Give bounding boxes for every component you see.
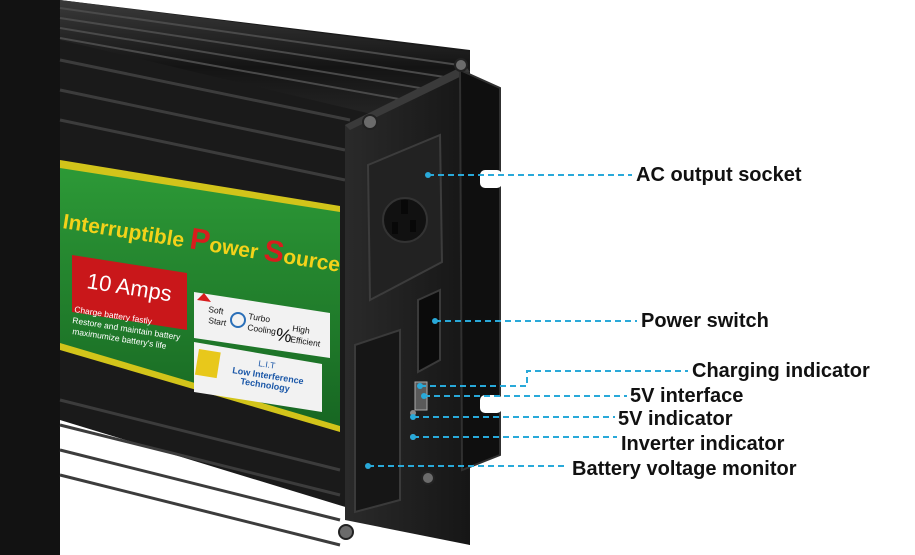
callout-power-switch: Power switch [641, 310, 769, 332]
product-label: Interruptible Power Source 10 Amps Charg… [60, 160, 342, 432]
screw-icon [338, 524, 354, 540]
wave-icon [194, 349, 221, 379]
voltage-display [354, 328, 401, 514]
soft-start-arrow-icon [197, 293, 211, 302]
callout-charging-indicator: Charging indicator [692, 360, 870, 382]
high-label: High [292, 323, 311, 336]
callout-battery-voltage-monitor: Battery voltage monitor [572, 458, 797, 480]
inverter-housing: Interruptible Power Source 10 Amps Charg… [59, 0, 502, 547]
bracket-slot-bottom [480, 395, 502, 413]
left-dark-bar [0, 0, 60, 555]
callout-ac-output-socket: AC output socket [636, 164, 802, 186]
cooling-label: Cooling [247, 322, 277, 336]
callout-inverter-indicator: Inverter indicator [621, 433, 785, 455]
turbo-label: Turbo [248, 311, 271, 324]
callout-lines [365, 172, 688, 469]
cooling-fins [59, 0, 470, 547]
callout-5v-indicator: 5V indicator [618, 408, 733, 430]
screw-icon [362, 114, 378, 130]
bracket-slot-top [480, 170, 502, 188]
charging-indicator-line [420, 370, 688, 387]
fan-icon [230, 312, 246, 328]
front-panel [338, 58, 502, 545]
lit-title: L.I.T [258, 358, 276, 371]
screw-icon [454, 58, 468, 72]
start-label: Start [208, 315, 228, 328]
efficient-label: Efficient [290, 334, 322, 349]
power-switch[interactable] [417, 288, 441, 374]
callout-5v-interface: 5V interface [630, 385, 744, 407]
screw-icon [421, 471, 435, 485]
soft-label: Soft [208, 304, 225, 316]
percent-symbol: % [274, 324, 293, 346]
